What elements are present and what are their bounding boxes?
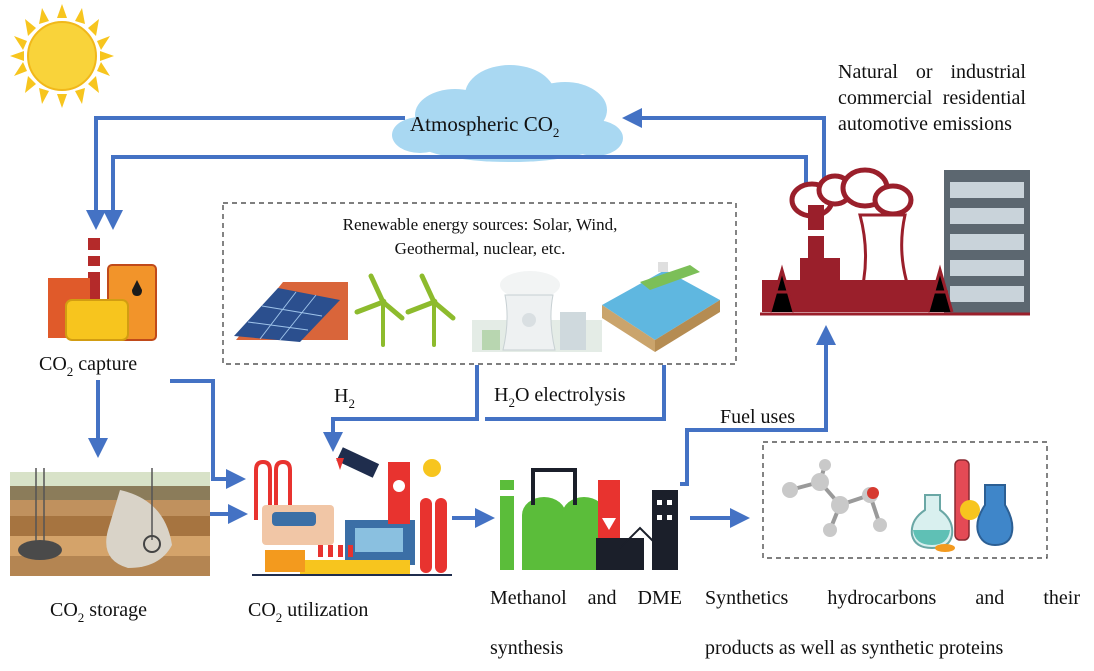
arrow-electrolysis (485, 365, 666, 421)
arrow-plant-to-capture (103, 155, 808, 230)
emissions-label-line-3: automotive emissions (838, 113, 1012, 135)
utilization-machine-icon (252, 447, 452, 576)
h2-label: H2 (334, 385, 355, 411)
renewable-label-line-1: Renewable energy sources: Solar, Wind, (342, 215, 618, 234)
methanol-plant-icon (500, 468, 678, 570)
emissions-label-line-1: Natural or industrial (838, 61, 1026, 83)
flow-arrows (86, 108, 836, 528)
electrolysis-label: H2O electrolysis (494, 384, 626, 410)
arrow-atmosphere-to-capture (86, 116, 405, 230)
methanol-label-line-1: Methanol and DME (490, 587, 682, 609)
industrial-plant-icon (760, 167, 1030, 316)
synthetics-label-line-1: Synthetics hydrocarbons and their (705, 587, 1080, 609)
arrow-fuel-uses (680, 325, 836, 486)
co2-storage-label: CO2 storage (50, 599, 148, 625)
lab-flasks-icon (910, 459, 1014, 552)
cloud-icon (392, 65, 623, 162)
synthetics-label-line-2: products as well as synthetic proteins (705, 637, 1004, 659)
renewable-box (222, 202, 737, 365)
nuclear-plant-icon (472, 271, 602, 352)
co2-utilization-label: CO2 utilization (248, 599, 369, 625)
co2-capture-label: CO2 capture (39, 353, 138, 379)
products-box (762, 441, 1048, 559)
arrow-h2 (323, 365, 479, 452)
atmospheric-co2-label: Atmospheric CO2 (410, 112, 560, 140)
arrow-plant-to-atmosphere (622, 108, 826, 185)
emissions-label-line-2: commercial residential (838, 87, 1026, 109)
renewable-label-line-2: Geothermal, nuclear, etc. (394, 239, 566, 258)
capture-plant-icon (48, 238, 157, 341)
methanol-label-line-2: synthesis (490, 637, 564, 659)
molecule-icon (782, 459, 887, 537)
sun-icon (10, 4, 114, 108)
hydro-dam-icon (602, 262, 720, 352)
underground-storage-icon (10, 468, 210, 576)
solar-panel-icon (234, 282, 348, 342)
wind-turbine-icon (354, 273, 456, 347)
fuel-uses-label: Fuel uses (720, 406, 795, 428)
arrow-capture-to-utilization (170, 379, 246, 489)
